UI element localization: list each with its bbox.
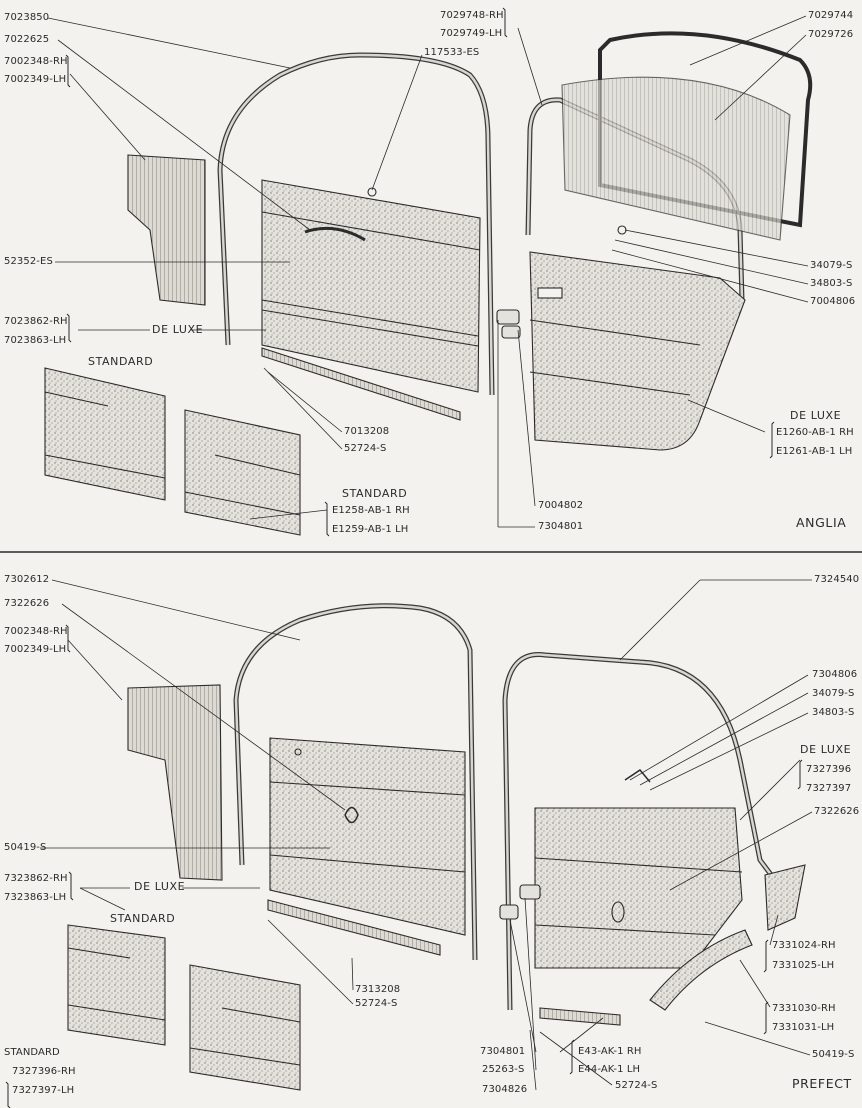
label-7004802: 7004802 (538, 500, 584, 511)
label-7331024-rh: 7331024-RH (772, 940, 836, 951)
section-title-prefect: PREFECT (792, 1076, 852, 1091)
anglia-standard-panel-1 (44, 367, 166, 501)
label-e1259-ab-1-lh: E1259-AB-1 LH (332, 524, 409, 535)
prefect-arch-trim-1 (764, 864, 806, 931)
label-7002348-rh: 7002348-RH (4, 56, 68, 67)
label-7322626-right: 7322626 (814, 806, 860, 817)
label-e44-ak-1-lh: E44-AK-1 LH (578, 1064, 641, 1075)
label-52352-es: 52352-ES (4, 256, 53, 267)
label-7022625: 7022625 (4, 34, 50, 45)
label-de-luxe-left: DE LUXE (152, 323, 204, 336)
anglia-window-frame-rear (598, 31, 813, 228)
label-7322626: 7322626 (4, 598, 50, 609)
label-7331030-rh: 7331030-RH (772, 1003, 836, 1014)
label-standard-bottom-prefect: STANDARD (4, 1047, 60, 1058)
label-50419-s: 50419-S (4, 842, 47, 853)
prefect-sill (267, 899, 441, 956)
label-de-luxe-right-prefect: DE LUXE (800, 743, 852, 756)
prefect-rear-door-trim (534, 807, 743, 969)
label-34803-s: 34803-S (810, 278, 853, 289)
label-7304801: 7304801 (538, 521, 584, 532)
label-7013208: 7013208 (344, 426, 390, 437)
anglia-door-trim (261, 179, 481, 393)
label-7327397-lh: 7327397-LH (12, 1085, 75, 1096)
anglia-handle (496, 309, 520, 325)
label-7002349-lh: 7002349-LH (4, 74, 67, 85)
label-7002348-rh-prefect: 7002348-RH (4, 626, 68, 637)
label-7327396-rh: 7327396-RH (12, 1066, 76, 1077)
label-7023863-lh: 7023863-LH (4, 335, 67, 346)
label-7313208: 7313208 (355, 984, 401, 995)
label-de-luxe-right: DE LUXE (790, 409, 842, 422)
prefect-standard-panel-2 (189, 964, 301, 1091)
label-7331025-lh: 7331025-LH (772, 960, 835, 971)
label-7029744: 7029744 (808, 10, 854, 21)
label-7304801-prefect: 7304801 (480, 1046, 526, 1057)
prefect-inner-panel (127, 684, 223, 881)
label-de-luxe-left-prefect: DE LUXE (134, 880, 186, 893)
label-7023862-rh: 7023862-RH (4, 316, 68, 327)
label-7029726: 7029726 (808, 29, 854, 40)
label-50419-s-right: 50419-S (812, 1049, 855, 1060)
label-7304826: 7304826 (482, 1084, 528, 1095)
label-7304806: 7304806 (812, 669, 858, 680)
label-e43-ak-1-rh: E43-AK-1 RH (578, 1046, 642, 1057)
label-7029748-rh: 7029748-RH (440, 10, 504, 21)
label-52724-s-bottom: 52724-S (615, 1080, 658, 1091)
label-e1261-ab-1-lh: E1261-AB-1 LH (776, 446, 853, 457)
leader-lines (40, 15, 813, 1091)
anglia-window-glass (561, 76, 791, 241)
braces (5, 7, 803, 1108)
prefect-door-trim (269, 737, 466, 936)
label-34079-s-prefect: 34079-S (812, 688, 855, 699)
label-52724-s-prefect: 52724-S (355, 998, 398, 1009)
label-7004806: 7004806 (810, 296, 856, 307)
label-117533-es: 117533-ES (424, 47, 480, 58)
label-7029749-lh: 7029749-LH (440, 28, 503, 39)
label-34079-s: 34079-S (810, 260, 853, 271)
label-standard-bottom: STANDARD (342, 487, 408, 500)
label-34803-s-prefect: 34803-S (812, 707, 855, 718)
label-7323863-lh: 7323863-LH (4, 892, 67, 903)
label-25263-s: 25263-S (482, 1064, 525, 1075)
anglia-standard-panel-2 (184, 409, 301, 536)
label-7002349-lh-prefect: 7002349-LH (4, 644, 67, 655)
section-title-anglia: ANGLIA (796, 515, 847, 530)
anglia-sill (261, 347, 461, 421)
prefect-arch-trim-2 (649, 929, 753, 1011)
label-7324540: 7324540 (814, 574, 860, 585)
label-standard: STANDARD (88, 355, 154, 368)
label-7331031-lh: 7331031-LH (772, 1022, 835, 1033)
label-e1260-ab-1-rh: E1260-AB-1 RH (776, 427, 854, 438)
label-e1258-ab-1-rh: E1258-AB-1 RH (332, 505, 410, 516)
anglia-rear-door-panel (529, 251, 746, 451)
anglia-inner-panel (127, 154, 206, 306)
prefect-handle (519, 884, 541, 900)
label-7327396: 7327396 (806, 764, 852, 775)
label-52724-s: 52724-S (344, 443, 387, 454)
label-standard-prefect: STANDARD (110, 912, 176, 925)
prefect-bottom-sill (539, 1007, 621, 1026)
label-7327397: 7327397 (806, 783, 852, 794)
prefect-standard-panel-1 (67, 924, 166, 1046)
label-7023850: 7023850 (4, 12, 50, 23)
label-7323862-rh: 7323862-RH (4, 873, 68, 884)
label-7302612: 7302612 (4, 574, 50, 585)
